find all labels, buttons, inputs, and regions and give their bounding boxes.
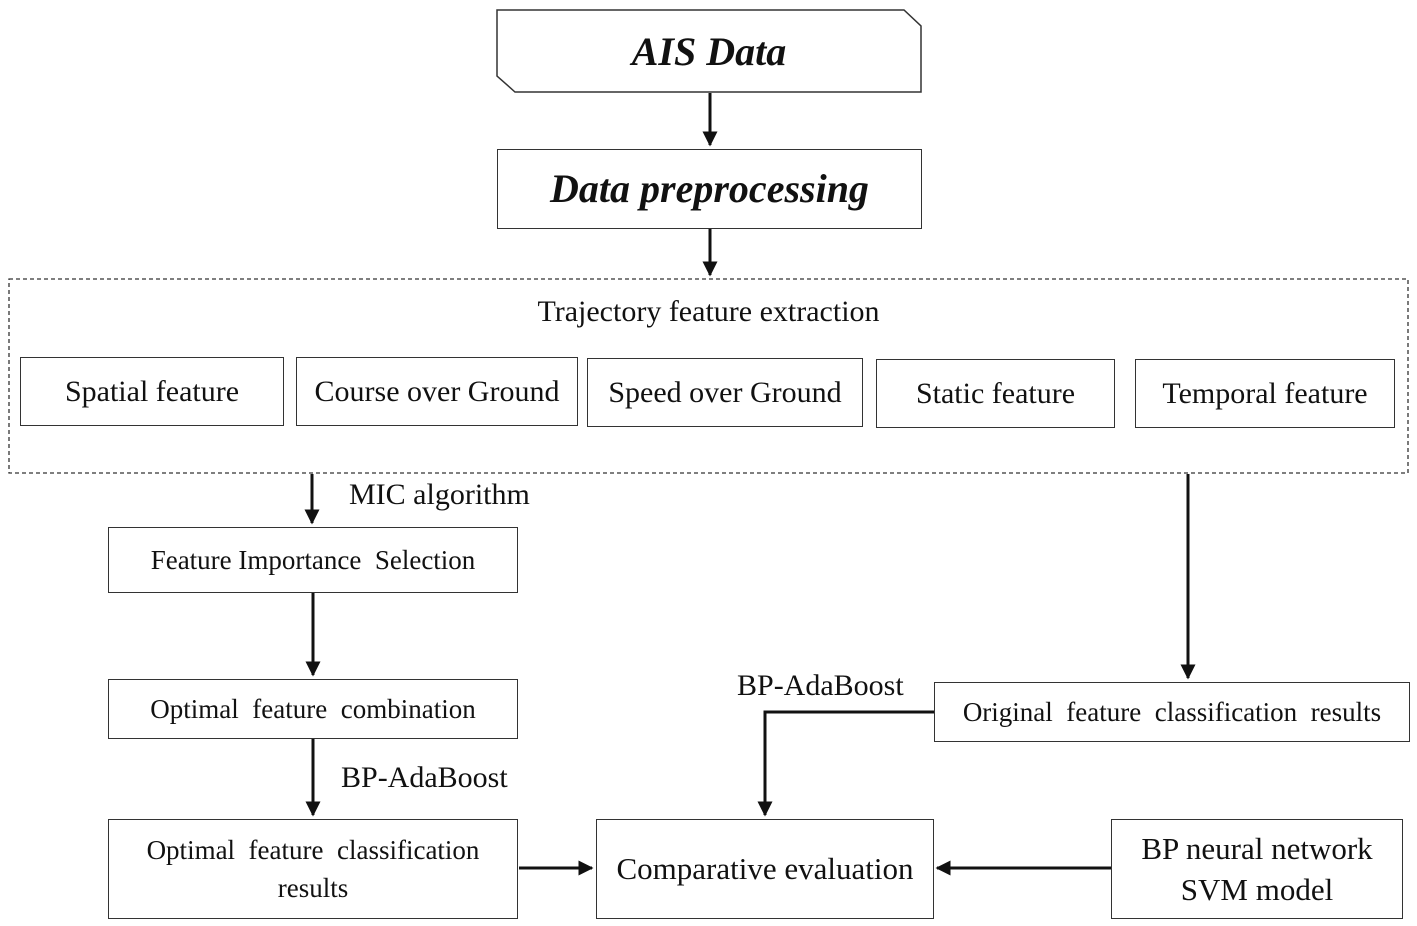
trajectory-group-border: [8, 278, 1409, 474]
spatial-feature-node: Spatial feature: [20, 357, 284, 426]
optimal-feature-results-line2: results: [277, 873, 349, 903]
optimal-feature-results-line1: Optimal feature classification: [146, 834, 480, 865]
baselines-line1: BP neural network: [1141, 830, 1373, 866]
arrow-original-to-evaluation: [757, 710, 934, 817]
bp-adaboost-left-label: BP-AdaBoost: [341, 761, 508, 794]
data-preprocessing-node: Data preprocessing: [497, 149, 922, 229]
temporal-feature-node: Temporal feature: [1135, 359, 1395, 428]
baselines-line2: SVM model: [1180, 872, 1334, 907]
ais-data-shape: [496, 9, 922, 93]
mic-algorithm-label: MIC algorithm: [349, 478, 530, 511]
feature-importance-selection-node: Feature Importance Selection: [108, 527, 518, 593]
course-over-ground-node: Course over Ground: [296, 357, 578, 426]
optimal-feature-combination-node: Optimal feature combination: [108, 679, 518, 739]
original-feature-results-node: Original feature classification results: [934, 682, 1410, 742]
optimal-feature-results-node: Optimal feature classification results: [108, 819, 518, 919]
comparative-evaluation-node: Comparative evaluation: [596, 819, 934, 919]
ais-data-label: AIS Data: [631, 28, 787, 74]
trajectory-group-title: Trajectory feature extraction: [537, 295, 880, 328]
speed-over-ground-node: Speed over Ground: [587, 358, 863, 427]
baselines-node: BP neural network SVM model: [1111, 819, 1403, 919]
bp-adaboost-right-label: BP-AdaBoost: [737, 669, 904, 702]
static-feature-node: Static feature: [876, 359, 1115, 428]
